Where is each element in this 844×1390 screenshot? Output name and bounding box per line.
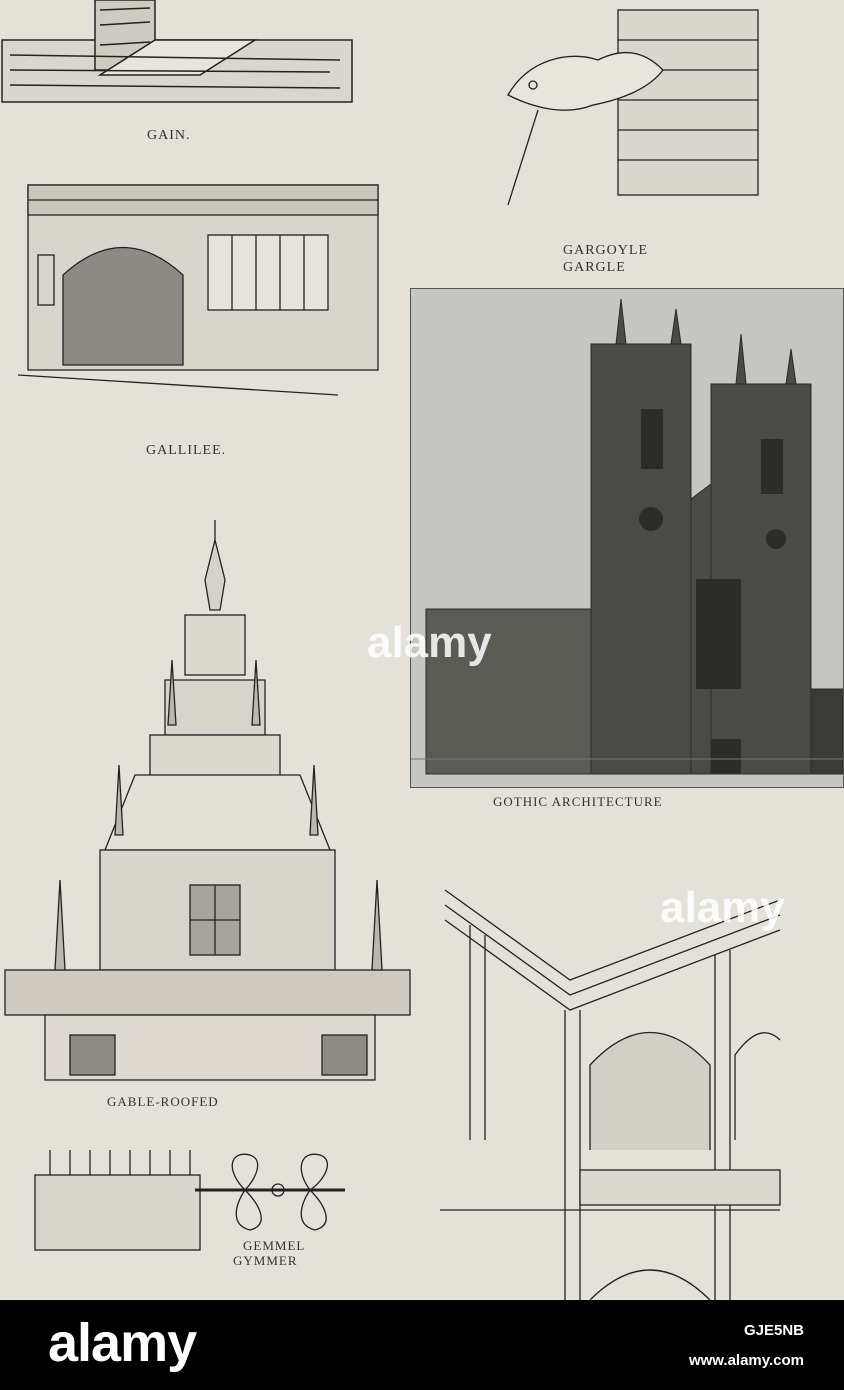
gemmel-illustration — [30, 1145, 350, 1255]
site-url-label: www.alamy.com — [688, 1352, 804, 1369]
gothic-architecture-photo — [410, 288, 844, 788]
watermark-overlay: alamy — [660, 883, 785, 932]
gable-roofed-illustration — [0, 520, 415, 1085]
gallilee-illustration — [18, 180, 386, 405]
watermark-overlay: alamy — [367, 618, 492, 667]
caption-gain: GAIN. — [147, 128, 191, 143]
gargoyle-illustration — [498, 0, 760, 210]
alamy-logo: alamy — [48, 1313, 197, 1373]
caption-gargoyle: GARGOYLE — [563, 243, 648, 258]
caption-gothic: GOTHIC ARCHITECTURE — [493, 794, 663, 809]
gain-illustration — [0, 0, 360, 110]
caption-gymmer: GYMMER — [233, 1253, 298, 1268]
caption-gemmel: GEMMEL — [243, 1238, 306, 1253]
alamy-footer-bar: alamy GJE5NB www.alamy.com — [0, 1300, 844, 1390]
image-id-label: GJE5NB — [743, 1322, 804, 1339]
caption-gallilee: GALLILEE. — [146, 443, 227, 458]
caption-gargle: GARGLE — [563, 260, 626, 275]
caption-gable-roofed: GABLE-ROOFED — [107, 1094, 219, 1109]
scanned-page: GAIN. GARGOYLE GARGLE — [0, 0, 844, 1300]
courtyard-illustration — [440, 880, 785, 1300]
